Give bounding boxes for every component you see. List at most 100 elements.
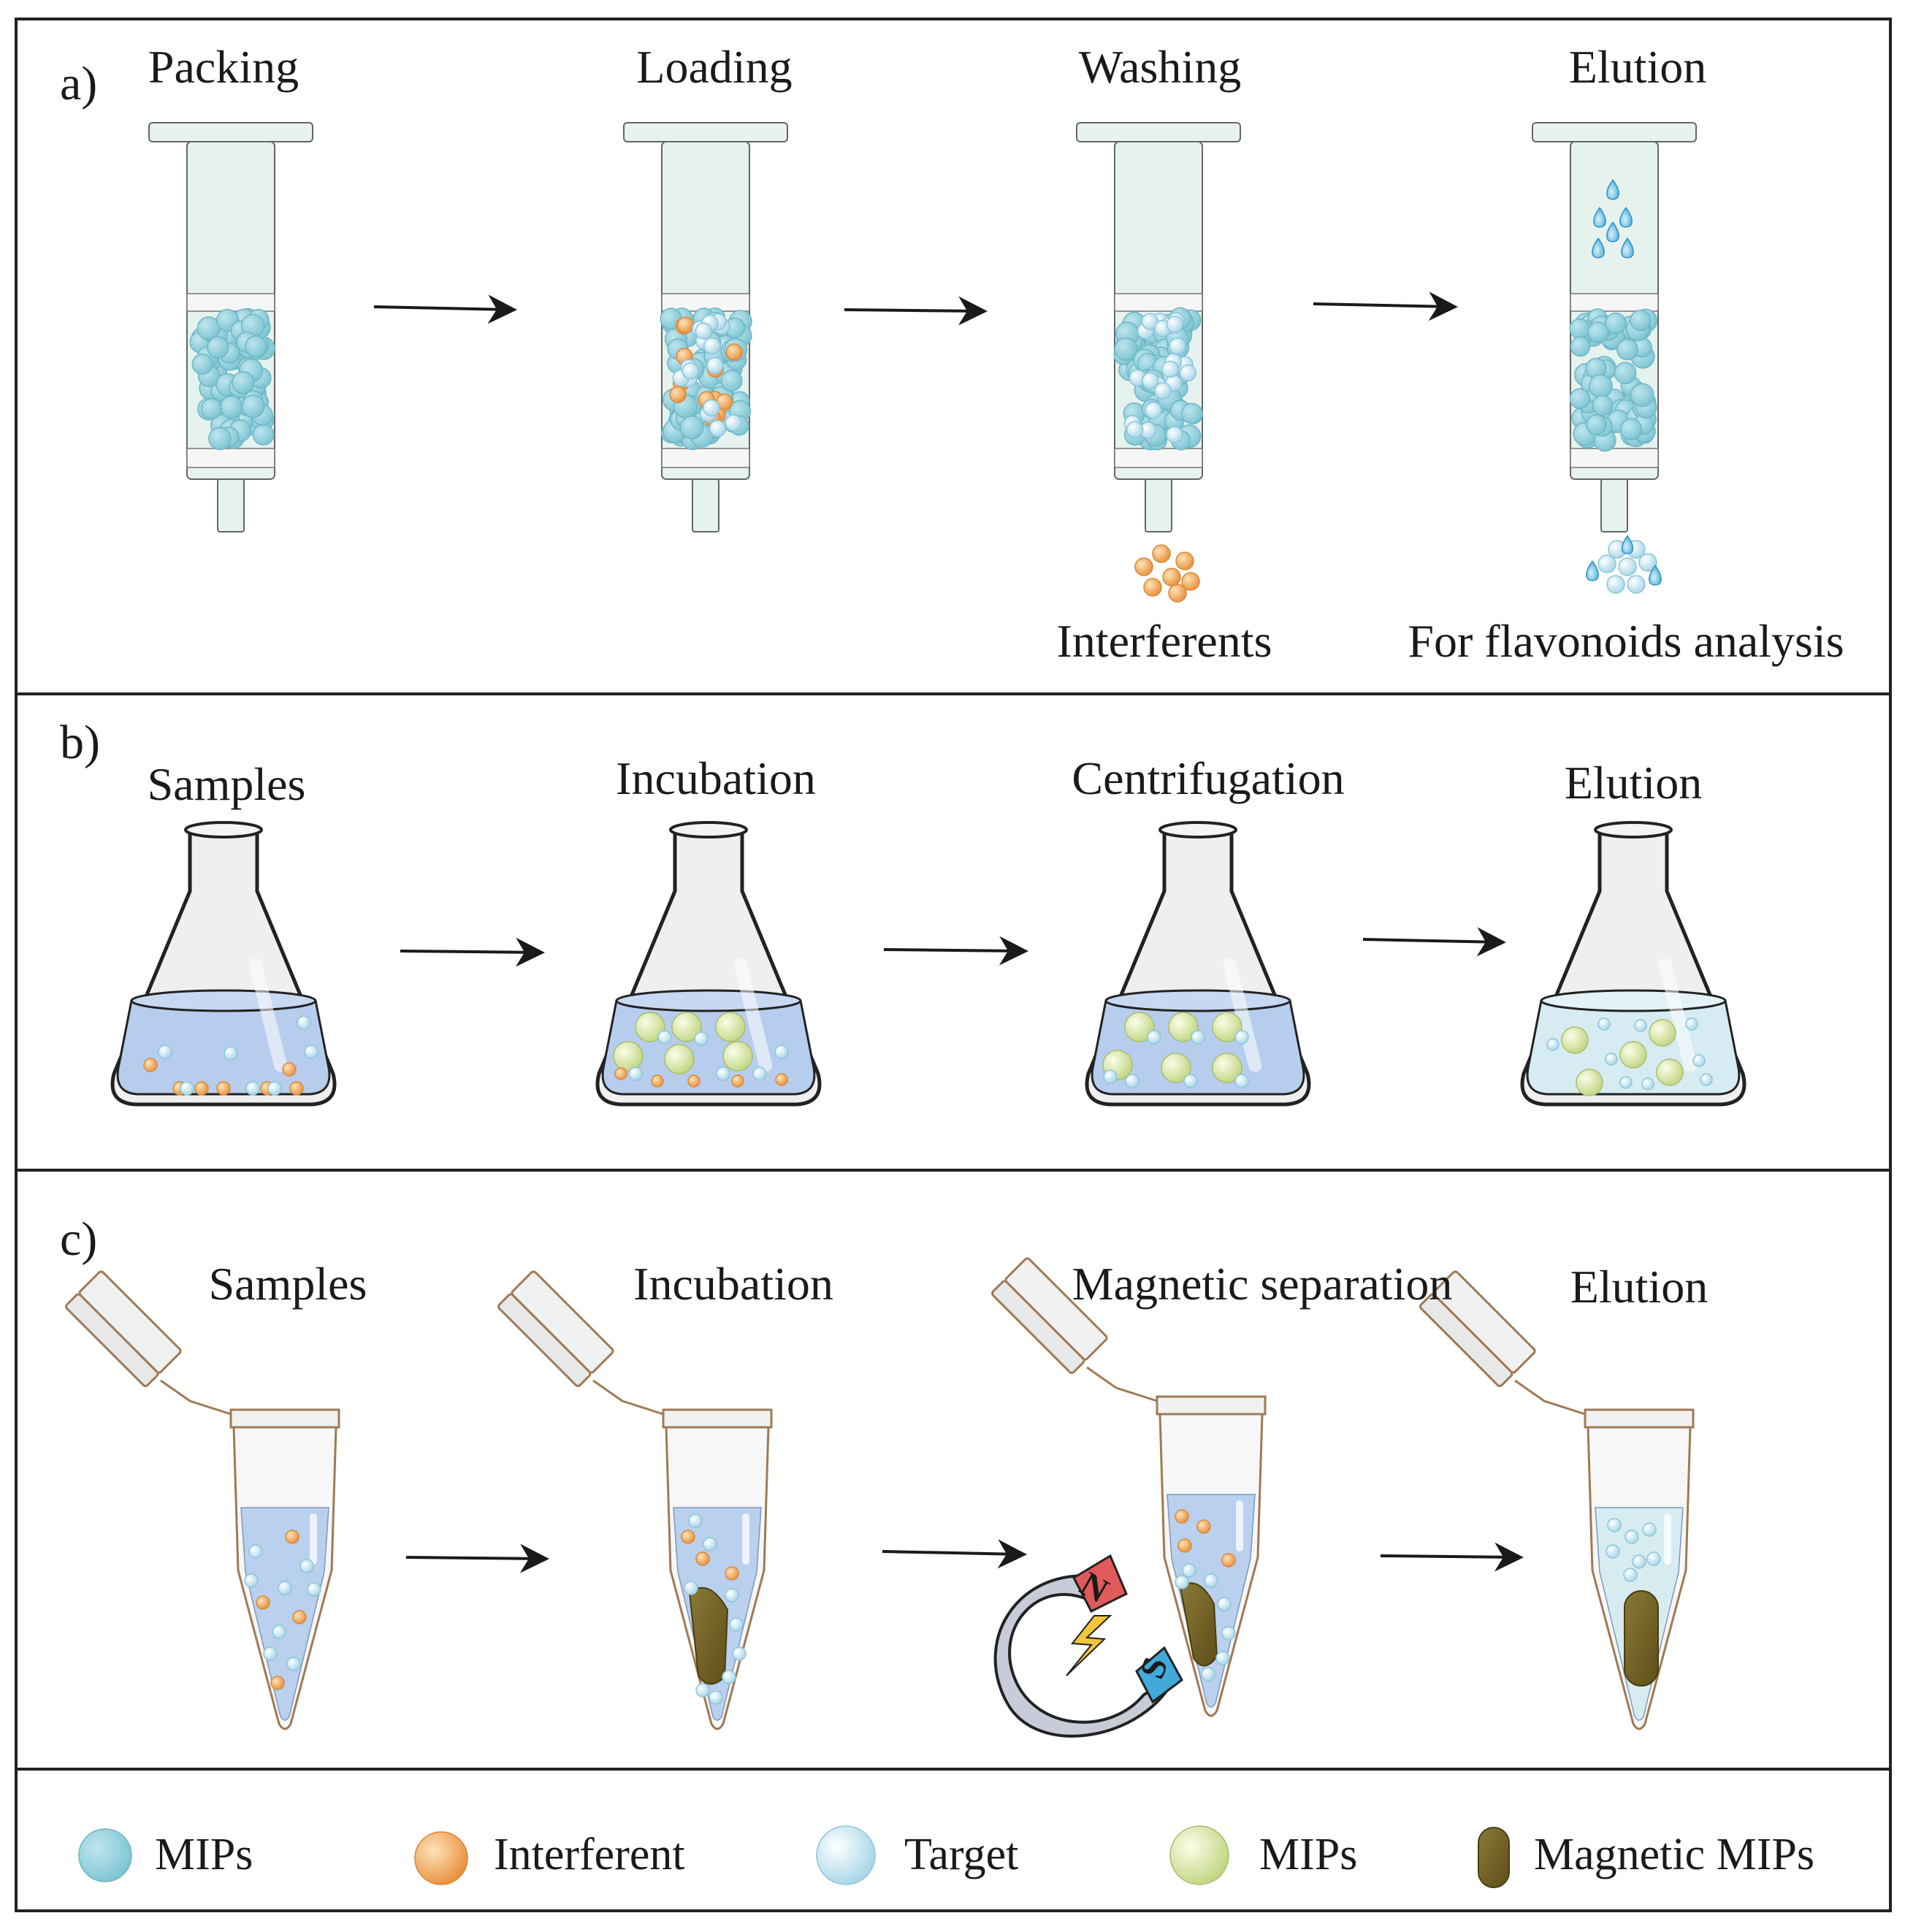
orange-sphere xyxy=(216,1081,231,1096)
arrow-b-2 xyxy=(883,936,1028,966)
column-tip xyxy=(1600,478,1628,532)
target-sphere xyxy=(725,1588,739,1603)
legend-label-mips-blue: MIPs xyxy=(155,1830,253,1879)
orange-sphere xyxy=(1162,568,1181,587)
orange-sphere xyxy=(669,386,687,403)
flask-particles xyxy=(613,1012,789,1088)
spe-column-elution xyxy=(1532,122,1697,532)
orange-sphere xyxy=(614,1067,627,1080)
target-sphere xyxy=(706,356,724,375)
legend-icons xyxy=(78,1825,1510,1888)
bottom-frit xyxy=(1570,448,1659,468)
target-sphere xyxy=(1154,382,1172,400)
blue-sphere xyxy=(220,395,243,419)
target-sphere xyxy=(1625,1530,1639,1544)
droplet-icon xyxy=(1649,565,1662,586)
target-sphere xyxy=(1179,364,1197,382)
target-sphere xyxy=(1147,1030,1161,1045)
liquid-surface xyxy=(130,989,317,1012)
target-sphere xyxy=(1125,1074,1139,1088)
target-sphere xyxy=(682,362,699,380)
droplet-icon xyxy=(1621,535,1634,554)
orange-sphere xyxy=(289,1081,304,1096)
target-sphere xyxy=(1605,1053,1618,1066)
green-sphere xyxy=(722,1041,753,1072)
step-b-elution: Elution xyxy=(1564,757,1703,809)
target-sphere xyxy=(1234,1074,1249,1088)
top-frit xyxy=(1114,293,1203,312)
blue-sphere xyxy=(1181,402,1203,424)
droplet-icon xyxy=(1606,179,1619,200)
tube-elution xyxy=(1419,1270,1695,1730)
sorbent-bed xyxy=(1113,307,1204,451)
target-sphere xyxy=(628,1066,643,1081)
orange-sphere xyxy=(1134,557,1153,576)
orange-sphere xyxy=(143,1058,158,1072)
target-sphere xyxy=(729,1617,744,1632)
orange-sphere xyxy=(676,316,695,334)
panel-b-tag: b) xyxy=(60,716,100,769)
blue-sphere xyxy=(720,370,743,392)
blue-sphere xyxy=(1605,312,1627,335)
green-sphere xyxy=(1656,1058,1684,1086)
blue-sphere xyxy=(1619,418,1643,440)
tube-lid-plug xyxy=(497,1293,592,1387)
top-frit xyxy=(186,293,275,312)
blue-sphere xyxy=(191,354,213,375)
magnet-south-pole xyxy=(1135,1646,1183,1704)
orange-sphere xyxy=(1196,1519,1211,1534)
target-sphere xyxy=(1175,1575,1189,1589)
blue-sphere xyxy=(1586,413,1607,435)
blue-mip-sphere-icon xyxy=(78,1828,132,1882)
orange-sphere xyxy=(285,1530,299,1544)
orange-sphere xyxy=(1143,578,1162,597)
orange-sphere xyxy=(731,1074,744,1088)
target-sphere xyxy=(1597,1017,1611,1031)
orange-sphere xyxy=(1177,1538,1192,1553)
droplet-icon xyxy=(1592,237,1605,259)
orange-sphere xyxy=(687,1074,700,1088)
target-sphere xyxy=(1646,1551,1661,1566)
tube-particles xyxy=(1175,1509,1236,1681)
target-sphere xyxy=(1217,1597,1232,1611)
target-sphere xyxy=(694,1031,709,1046)
magnet-north-pole xyxy=(1072,1554,1128,1614)
orange-sphere xyxy=(292,1610,307,1624)
target-sphere xyxy=(1607,1518,1622,1532)
droplet-icon xyxy=(1586,560,1599,581)
green-sphere xyxy=(1576,1069,1603,1096)
green-mip-sphere-icon xyxy=(1169,1825,1229,1885)
orange-sphere xyxy=(1221,1553,1236,1568)
step-a-packing: Packing xyxy=(148,41,299,93)
legend-label-magnetic-mips: Magnetic MIPs xyxy=(1534,1830,1815,1879)
flask-rim xyxy=(184,821,263,839)
target-sphere xyxy=(1642,1522,1657,1537)
target-sphere xyxy=(1142,372,1159,390)
tube-rim xyxy=(1584,1408,1695,1429)
blue-sphere xyxy=(1589,374,1613,398)
eluted-analytes xyxy=(1586,535,1662,594)
tube-particles xyxy=(244,1530,321,1690)
target-sphere xyxy=(703,1537,717,1551)
tube-highlight xyxy=(742,1513,749,1565)
target-sphere xyxy=(299,1559,314,1573)
spe-column-packing xyxy=(148,122,313,532)
target-sphere xyxy=(816,1825,876,1885)
green-sphere xyxy=(1649,1019,1676,1047)
tube-highlight xyxy=(1664,1513,1671,1565)
spe-column-washing xyxy=(1076,122,1241,532)
orange-sphere xyxy=(256,1595,270,1610)
top-frit xyxy=(1570,293,1659,312)
target-sphere xyxy=(286,1657,301,1671)
tube-hinge xyxy=(1086,1366,1158,1402)
blue-sphere xyxy=(208,427,232,451)
orange-sphere xyxy=(282,1062,297,1077)
target-sphere xyxy=(1619,1076,1633,1089)
eluted-interferents xyxy=(1134,544,1200,603)
green-sphere xyxy=(715,1012,746,1042)
glass-highlight xyxy=(1223,958,1262,1072)
blue-sphere xyxy=(78,1828,132,1882)
orange-sphere xyxy=(194,1081,209,1096)
tube-highlight xyxy=(1236,1500,1243,1551)
column-tip xyxy=(217,478,245,532)
